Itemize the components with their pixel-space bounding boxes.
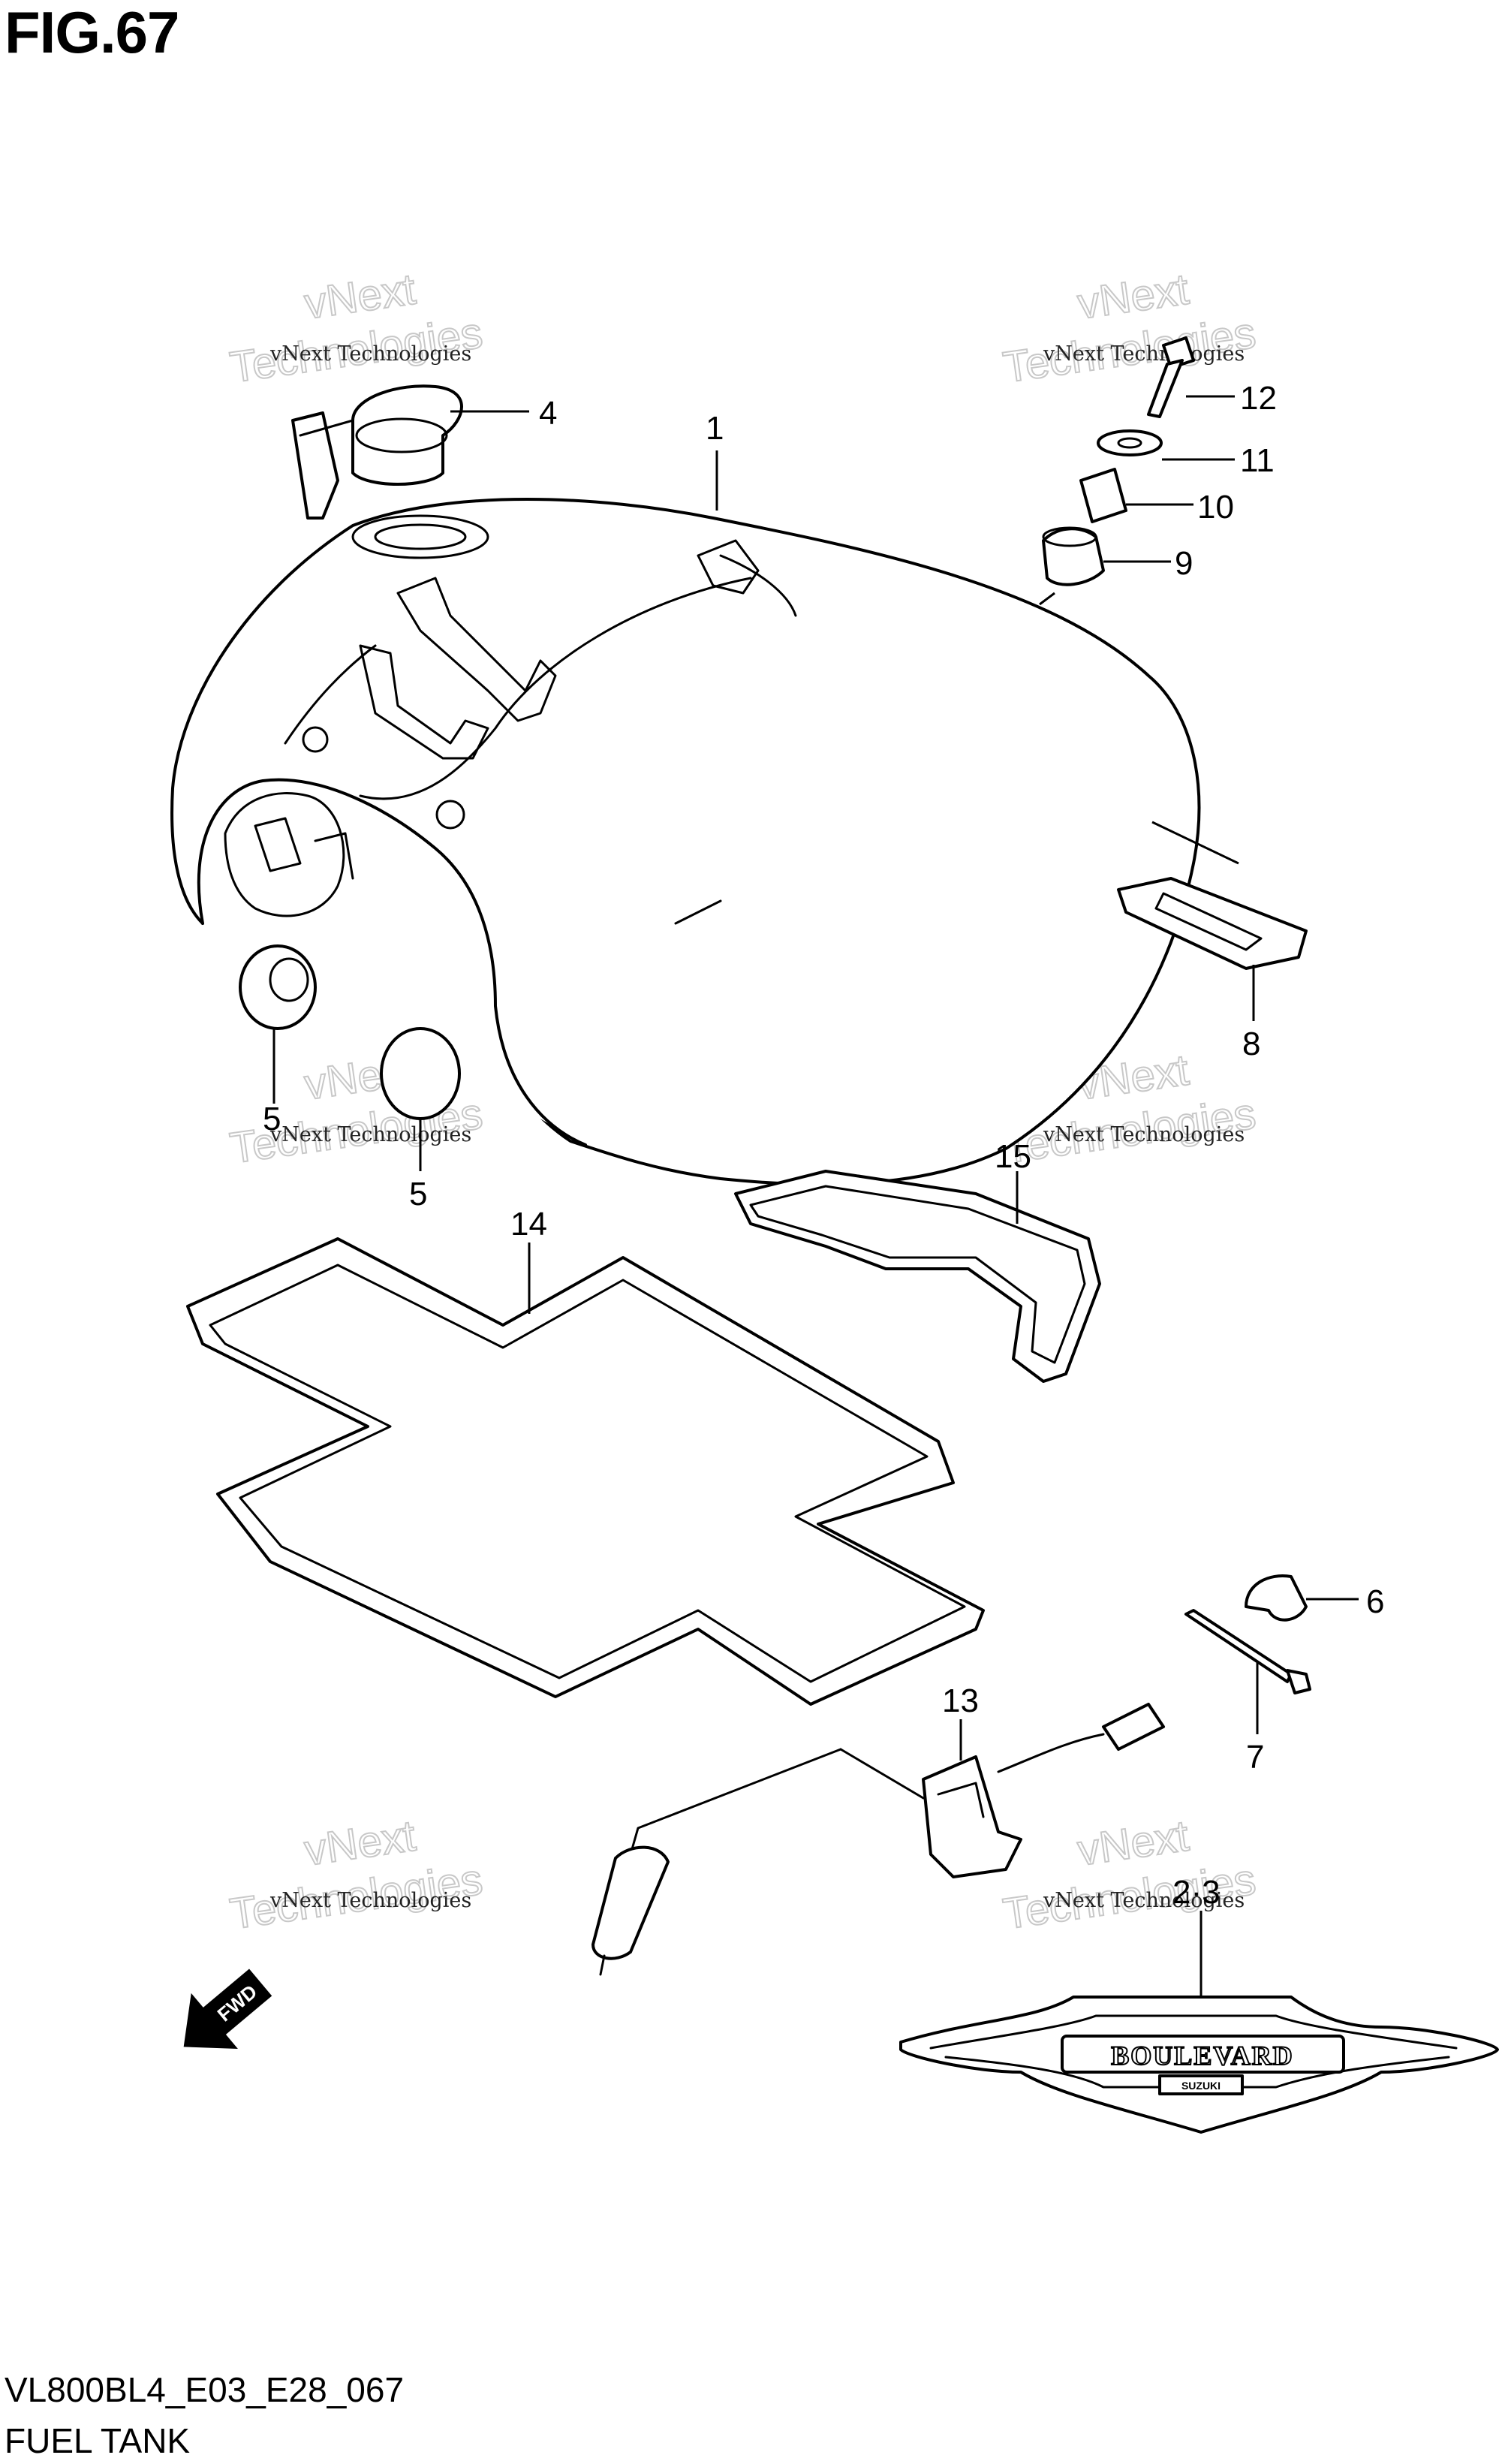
gasket-15 [734, 1170, 1101, 1383]
callout-12: 12 [1240, 380, 1277, 417]
strap-7 [1184, 1609, 1311, 1694]
cap-5-lower [380, 1027, 461, 1120]
cap-5-upper [239, 944, 317, 1030]
fuel-tank [170, 498, 1201, 1186]
collar-10 [1079, 468, 1127, 523]
callout-14: 14 [510, 1206, 547, 1243]
callout-8: 8 [1242, 1026, 1260, 1062]
cushion-9 [1042, 526, 1105, 586]
callout-4: 4 [539, 395, 557, 432]
fuel-cap [291, 384, 463, 520]
leader-lines [272, 395, 1359, 1997]
callout-2-3: 2·3 [1172, 1874, 1221, 1911]
bolt-12 [1147, 336, 1195, 418]
mat-14 [186, 1237, 985, 1706]
emblem-text: BOULEVARD [1111, 2041, 1293, 2071]
pad-8 [1117, 821, 1308, 970]
watermark-text: vNext Technologies [269, 1123, 471, 1146]
callout-11: 11 [1240, 442, 1275, 479]
clip-6 [1245, 1574, 1308, 1622]
watermark-text: vNext Technologies [1043, 1889, 1245, 1912]
watermark-text: vNext Technologies [269, 342, 471, 366]
callout-7: 7 [1246, 1739, 1264, 1776]
washer-11 [1097, 429, 1163, 456]
watermark-text: vNext Technologies [1043, 342, 1245, 366]
fuel-gauge-13 [591, 1703, 1165, 1976]
callout-labels: 1 4 12 11 10 9 8 5 5 15 14 6 7 13 2·3 [263, 380, 1384, 1911]
callout-6: 6 [1366, 1583, 1384, 1620]
watermark-text: vNext Technologies [1043, 1123, 1245, 1146]
callout-13: 13 [942, 1682, 979, 1719]
leader-line [1039, 592, 1055, 606]
emblem-subtext: SUZUKI [1181, 2080, 1221, 2092]
callout-10: 10 [1197, 489, 1234, 526]
callout-5-lower: 5 [409, 1176, 427, 1212]
callout-5-upper: 5 [263, 1101, 281, 1137]
forward-arrow-icon: FWD [183, 1968, 272, 2049]
watermark-text: vNext Technologies [269, 1889, 471, 1912]
callout-9: 9 [1175, 545, 1193, 582]
figure-name: FUEL TANK [5, 2421, 191, 2460]
figure-title: FIG.67 [5, 0, 179, 65]
emblem-2-3: BOULEVARD SUZUKI [899, 1996, 1499, 2134]
callout-15: 15 [995, 1138, 1031, 1175]
callout-1: 1 [706, 410, 724, 447]
figure-code: VL800BL4_E03_E28_067 [5, 2370, 405, 2409]
